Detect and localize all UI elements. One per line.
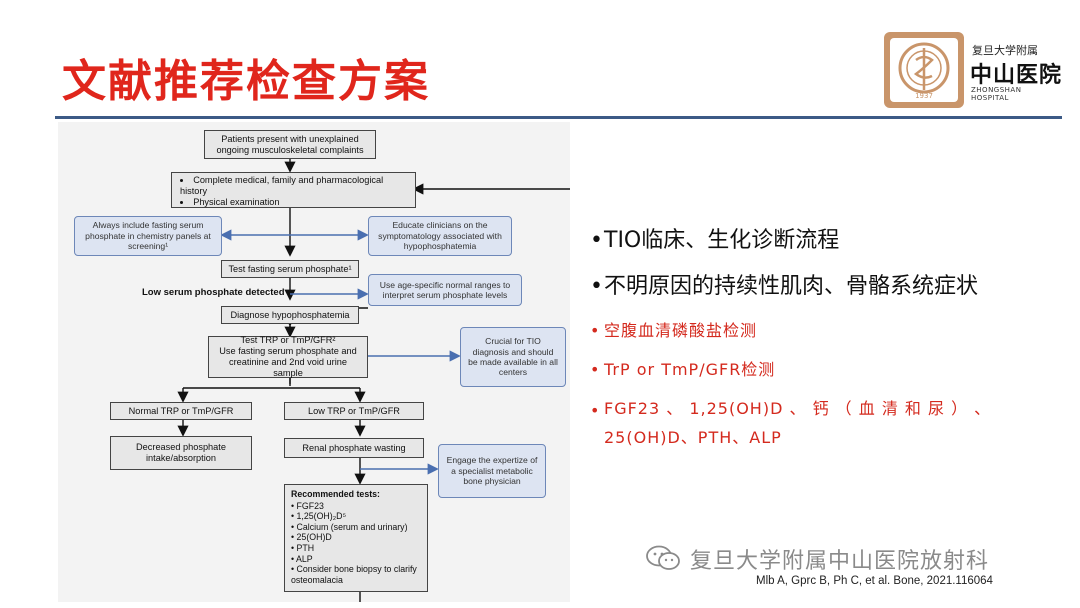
node-renal-wasting: Renal phosphate wasting — [284, 438, 424, 458]
bullet-item: • 空腹血清磷酸盐检测 — [590, 314, 757, 347]
summary-bullets: • TIO临床、生化诊断流程 • 不明原因的持续性肌肉、骨骼系统症状 • 空腹血… — [570, 122, 1070, 602]
wechat-icon — [646, 545, 680, 570]
bullet-text: TrP or TmP/GFR检测 — [604, 360, 776, 379]
test-trp-title: Test TRP or TmP/GFR² — [240, 335, 336, 345]
node-history-exam: Complete medical, family and pharmacolog… — [171, 172, 416, 208]
bullet-dot-icon: • — [590, 228, 603, 253]
test-trp-detail: Use fasting serum phosphate and creatini… — [219, 346, 357, 378]
rec-item: FGF23 — [291, 501, 421, 512]
note-educate-clinicians: Educate clinicians on the symptomatology… — [368, 216, 512, 256]
bullet-item: • TrP or TmP/GFR检测 — [590, 353, 775, 386]
diagnostic-flowchart: Patients present with unexplained ongoin… — [58, 122, 570, 602]
logo-university: 复旦大学附属 — [972, 44, 1038, 57]
exam-item: Physical examination — [180, 197, 279, 208]
bullet-text: 空腹血清磷酸盐检测 — [604, 321, 758, 340]
node-low-trp: Low TRP or TmP/GFR — [284, 402, 424, 420]
rec-item: PTH — [291, 543, 421, 554]
bullet-text: FGF23 、 1,25(OH)D 、 钙 （ 血 清 和 尿 ） 、 25(O… — [604, 399, 992, 447]
note-include-phosphate: Always include fasting serum phosphate i… — [74, 216, 222, 256]
node-test-fasting-phosphate: Test fasting serum phosphate¹ — [221, 260, 359, 278]
logo-year: 1937 — [915, 92, 933, 100]
citation: Mlb A, Gprc B, Ph C, et al. Bone, 2021.1… — [756, 575, 993, 587]
watermark-text: 复旦大学附属中山医院放射科 — [690, 549, 990, 574]
node-test-trp: Test TRP or TmP/GFR² Use fasting serum p… — [208, 335, 368, 378]
bullet-item: • TIO临床、生化诊断流程 — [590, 226, 839, 256]
rec-item: Consider bone biopsy to clarify osteomal… — [291, 564, 421, 585]
bullet-item: • 不明原因的持续性肌肉、骨骼系统症状 — [590, 272, 978, 302]
note-crucial-tio: Crucial for TIO diagnosis and should be … — [460, 327, 566, 387]
bullet-dot-icon: • — [590, 401, 601, 420]
history-item: Complete medical, family and pharmacolog… — [180, 175, 411, 197]
note-age-ranges: Use age-specific normal ranges to interp… — [368, 274, 522, 306]
bullet-text: TIO临床、生化诊断流程 — [604, 228, 840, 253]
title-divider — [55, 116, 1062, 119]
hospital-emblem-icon: 1937 — [884, 32, 964, 108]
node-recommended-tests: Recommended tests: FGF23 1,25(OH)₂D⁵ Cal… — [284, 484, 428, 592]
bullet-text: 不明原因的持续性肌肉、骨骼系统症状 — [604, 274, 979, 299]
rec-item: Calcium (serum and urinary) — [291, 522, 421, 533]
rec-item: ALP — [291, 554, 421, 565]
rec-item: 1,25(OH)₂D⁵ — [291, 511, 421, 522]
recommended-tests-list: FGF23 1,25(OH)₂D⁵ Calcium (serum and uri… — [291, 501, 421, 586]
bullet-item: • FGF23 、 1,25(OH)D 、 钙 （ 血 清 和 尿 ） 、 25… — [590, 394, 1050, 452]
logo-english-name: ZHONGSHAN HOSPITAL — [971, 86, 1022, 102]
node-normal-trp: Normal TRP or TmP/GFR — [110, 402, 252, 420]
label-low-phosphate: Low serum phosphate detected — [142, 287, 285, 298]
bullet-dot-icon: • — [590, 274, 603, 299]
node-decreased-intake: Decreased phosphate intake/absorption — [110, 436, 252, 470]
node-diagnose-hypophosphatemia: Diagnose hypophosphatemia — [221, 306, 359, 324]
node-patients-present: Patients present with unexplained ongoin… — [204, 130, 376, 159]
note-engage-expertise: Engage the expertize of a specialist met… — [438, 444, 546, 498]
slide-title: 文献推荐检查方案 — [62, 56, 430, 107]
rec-item: 25(OH)D — [291, 532, 421, 543]
logo-hospital-name: 中山医院 — [970, 63, 1063, 88]
hospital-logo: 1937 复旦大学附属 中山医院 ZHONGSHAN HOSPITAL — [882, 30, 1062, 110]
recommended-tests-title: Recommended tests: — [291, 489, 380, 499]
bullet-dot-icon: • — [590, 321, 601, 340]
bullet-dot-icon: • — [590, 360, 601, 379]
